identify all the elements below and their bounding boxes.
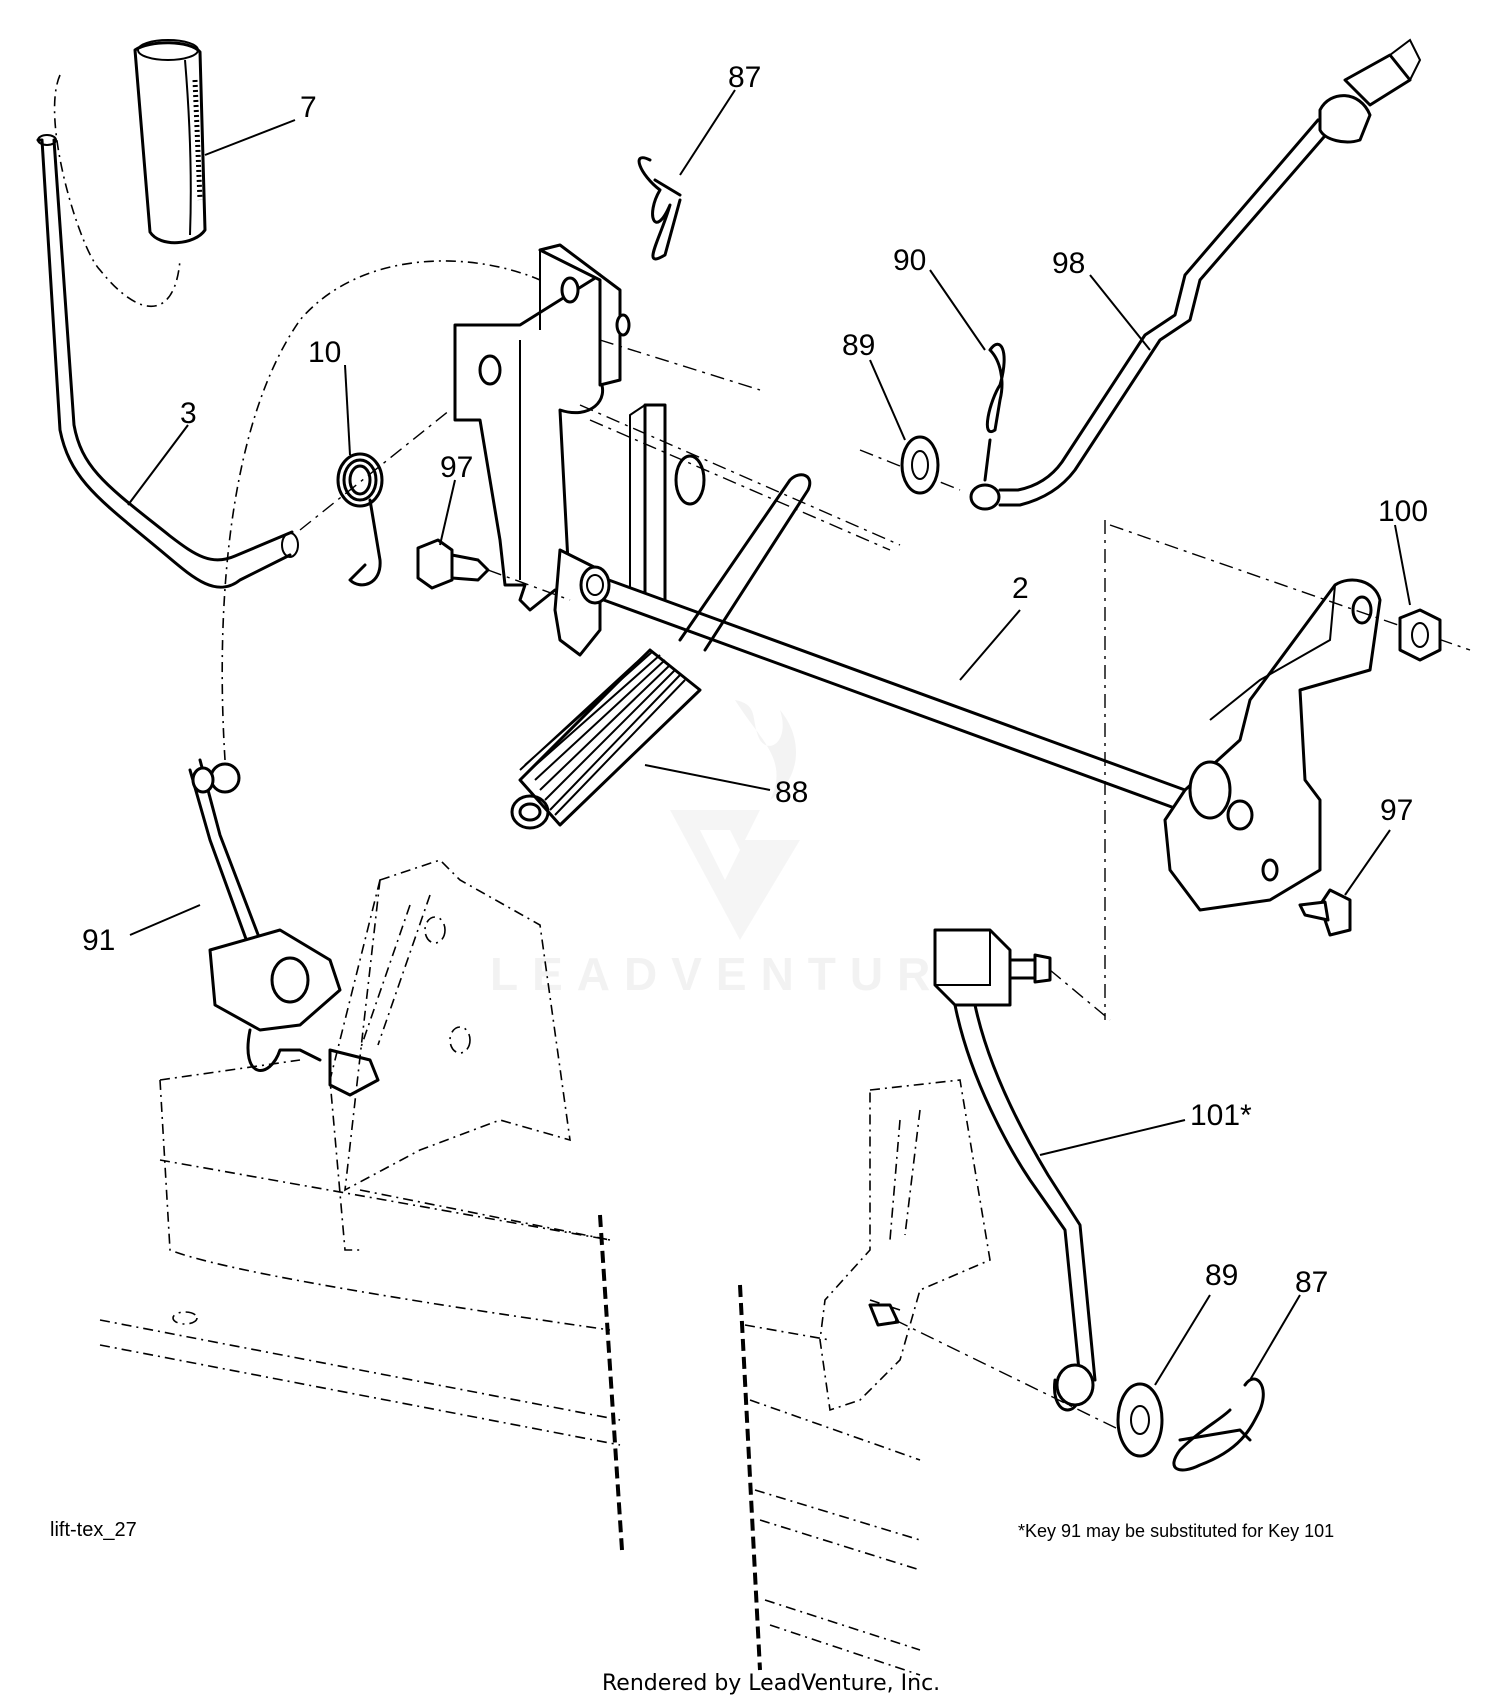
right-lift-arm — [1163, 578, 1382, 912]
section-break-right — [738, 1284, 762, 1671]
lift-link-rod-part-98 — [969, 38, 1422, 511]
nut-part-100 — [1398, 608, 1442, 662]
hairpin-clip-part-87-top — [637, 156, 682, 261]
credit-line: Rendered by LeadVenture, Inc. — [602, 1671, 940, 1696]
leader-87-bottom — [1249, 1294, 1301, 1381]
leader-97-left — [439, 479, 456, 546]
pivot-bracket — [453, 243, 706, 657]
washer-part-89-top — [900, 435, 940, 495]
axis-line-2 — [589, 419, 891, 551]
callout-90: 90 — [893, 244, 926, 277]
leader-10 — [344, 364, 351, 456]
leader-7 — [204, 119, 296, 156]
leader-3 — [127, 424, 189, 506]
leader-89-top — [869, 359, 906, 441]
leader-101 — [1039, 1119, 1186, 1156]
callout-97-left: 97 — [440, 451, 473, 484]
callout-91: 91 — [82, 924, 115, 957]
callout-87-top: 87 — [728, 61, 761, 94]
callout-88: 88 — [775, 776, 808, 809]
axis-line-3 — [579, 404, 901, 546]
hairpin-clip-part-87-bottom — [1172, 1377, 1265, 1472]
axis-line — [299, 409, 451, 531]
callout-labels: 7 87 90 98 89 10 3 97 100 2 97 88 91 101… — [82, 61, 1428, 1299]
leader-97-right — [1344, 829, 1391, 896]
grip-part-7 — [133, 39, 207, 245]
bolt-part-97-left — [416, 538, 490, 590]
axis-line-7 — [1109, 524, 1471, 651]
callout-100: 100 — [1378, 495, 1428, 528]
axis-line-9 — [1049, 969, 1111, 1021]
axis-line-10 — [894, 1319, 1121, 1431]
leader-87-top — [679, 89, 736, 176]
axis-line-6 — [859, 449, 961, 491]
leader-98 — [1089, 274, 1151, 351]
leader-90 — [929, 269, 986, 351]
leader-91 — [129, 904, 201, 936]
section-break-left — [598, 1214, 624, 1551]
callout-10: 10 — [308, 336, 341, 369]
phantom-arc — [221, 260, 541, 761]
spring-rod — [678, 473, 812, 652]
leader-lines — [127, 89, 1411, 1386]
callout-2: 2 — [1012, 572, 1029, 605]
leader-2 — [959, 609, 1021, 681]
extension-spring-part-88 — [510, 648, 702, 830]
leader-88 — [644, 764, 771, 791]
right-deck-phantom — [744, 1324, 921, 1676]
callout-98: 98 — [1052, 247, 1085, 280]
lift-link-part-91 — [188, 758, 380, 1097]
callout-7: 7 — [300, 91, 317, 124]
leader-100 — [1394, 524, 1411, 606]
lift-handle-rod-part-3 — [36, 134, 299, 589]
left-deck-phantom — [99, 1059, 621, 1446]
right-deck-plate-phantom — [819, 1079, 991, 1412]
callout-101: 101* — [1190, 1099, 1252, 1132]
washer-part-89-bottom — [1116, 1382, 1164, 1458]
torsion-spring-part-10 — [336, 452, 384, 587]
callout-3: 3 — [180, 397, 197, 430]
axis-line-4 — [599, 339, 761, 391]
callout-89-top: 89 — [842, 329, 875, 362]
callout-97-right: 97 — [1380, 794, 1413, 827]
watermark-logo: LEADVENTURE — [490, 700, 989, 1000]
lift-link-part-101 — [933, 928, 1097, 1412]
leader-89-bottom — [1154, 1294, 1211, 1386]
bolt-part-97-right — [1298, 888, 1352, 937]
left-deck-plate-phantom — [329, 859, 571, 1251]
callout-89-bottom: 89 — [1205, 1259, 1238, 1292]
grip-phantom-line — [53, 74, 181, 308]
hairpin-part-90 — [983, 342, 1006, 482]
footnote: *Key 91 may be substituted for Key 101 — [1018, 1521, 1334, 1541]
watermark-text: LEADVENTURE — [490, 948, 989, 1000]
figure-id: lift-tex_27 — [50, 1519, 137, 1541]
callout-87-bottom: 87 — [1295, 1266, 1328, 1299]
